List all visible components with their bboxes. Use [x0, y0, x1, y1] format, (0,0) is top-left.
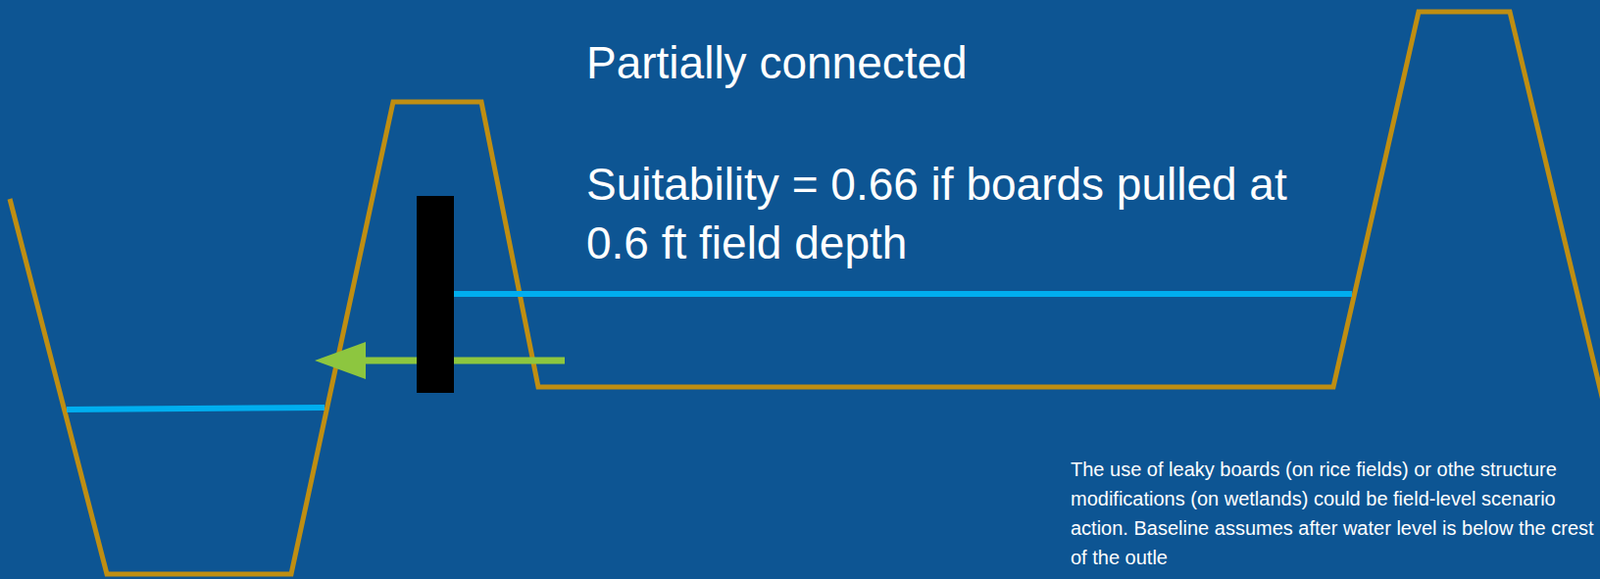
note-text: The use of leaky boards (on rice fields)… [1070, 454, 1596, 573]
field-water-level [453, 291, 1352, 298]
diagram-title: Partially connected [586, 35, 968, 91]
flow-arrow-shaft [357, 357, 565, 365]
ditch-water-level [66, 407, 325, 410]
outlet-board [416, 196, 454, 394]
suitability-label: Suitability = 0.66 if boards pulled at 0… [586, 154, 1342, 273]
ground-profile [9, 11, 1600, 575]
flow-arrow-head [314, 342, 366, 380]
